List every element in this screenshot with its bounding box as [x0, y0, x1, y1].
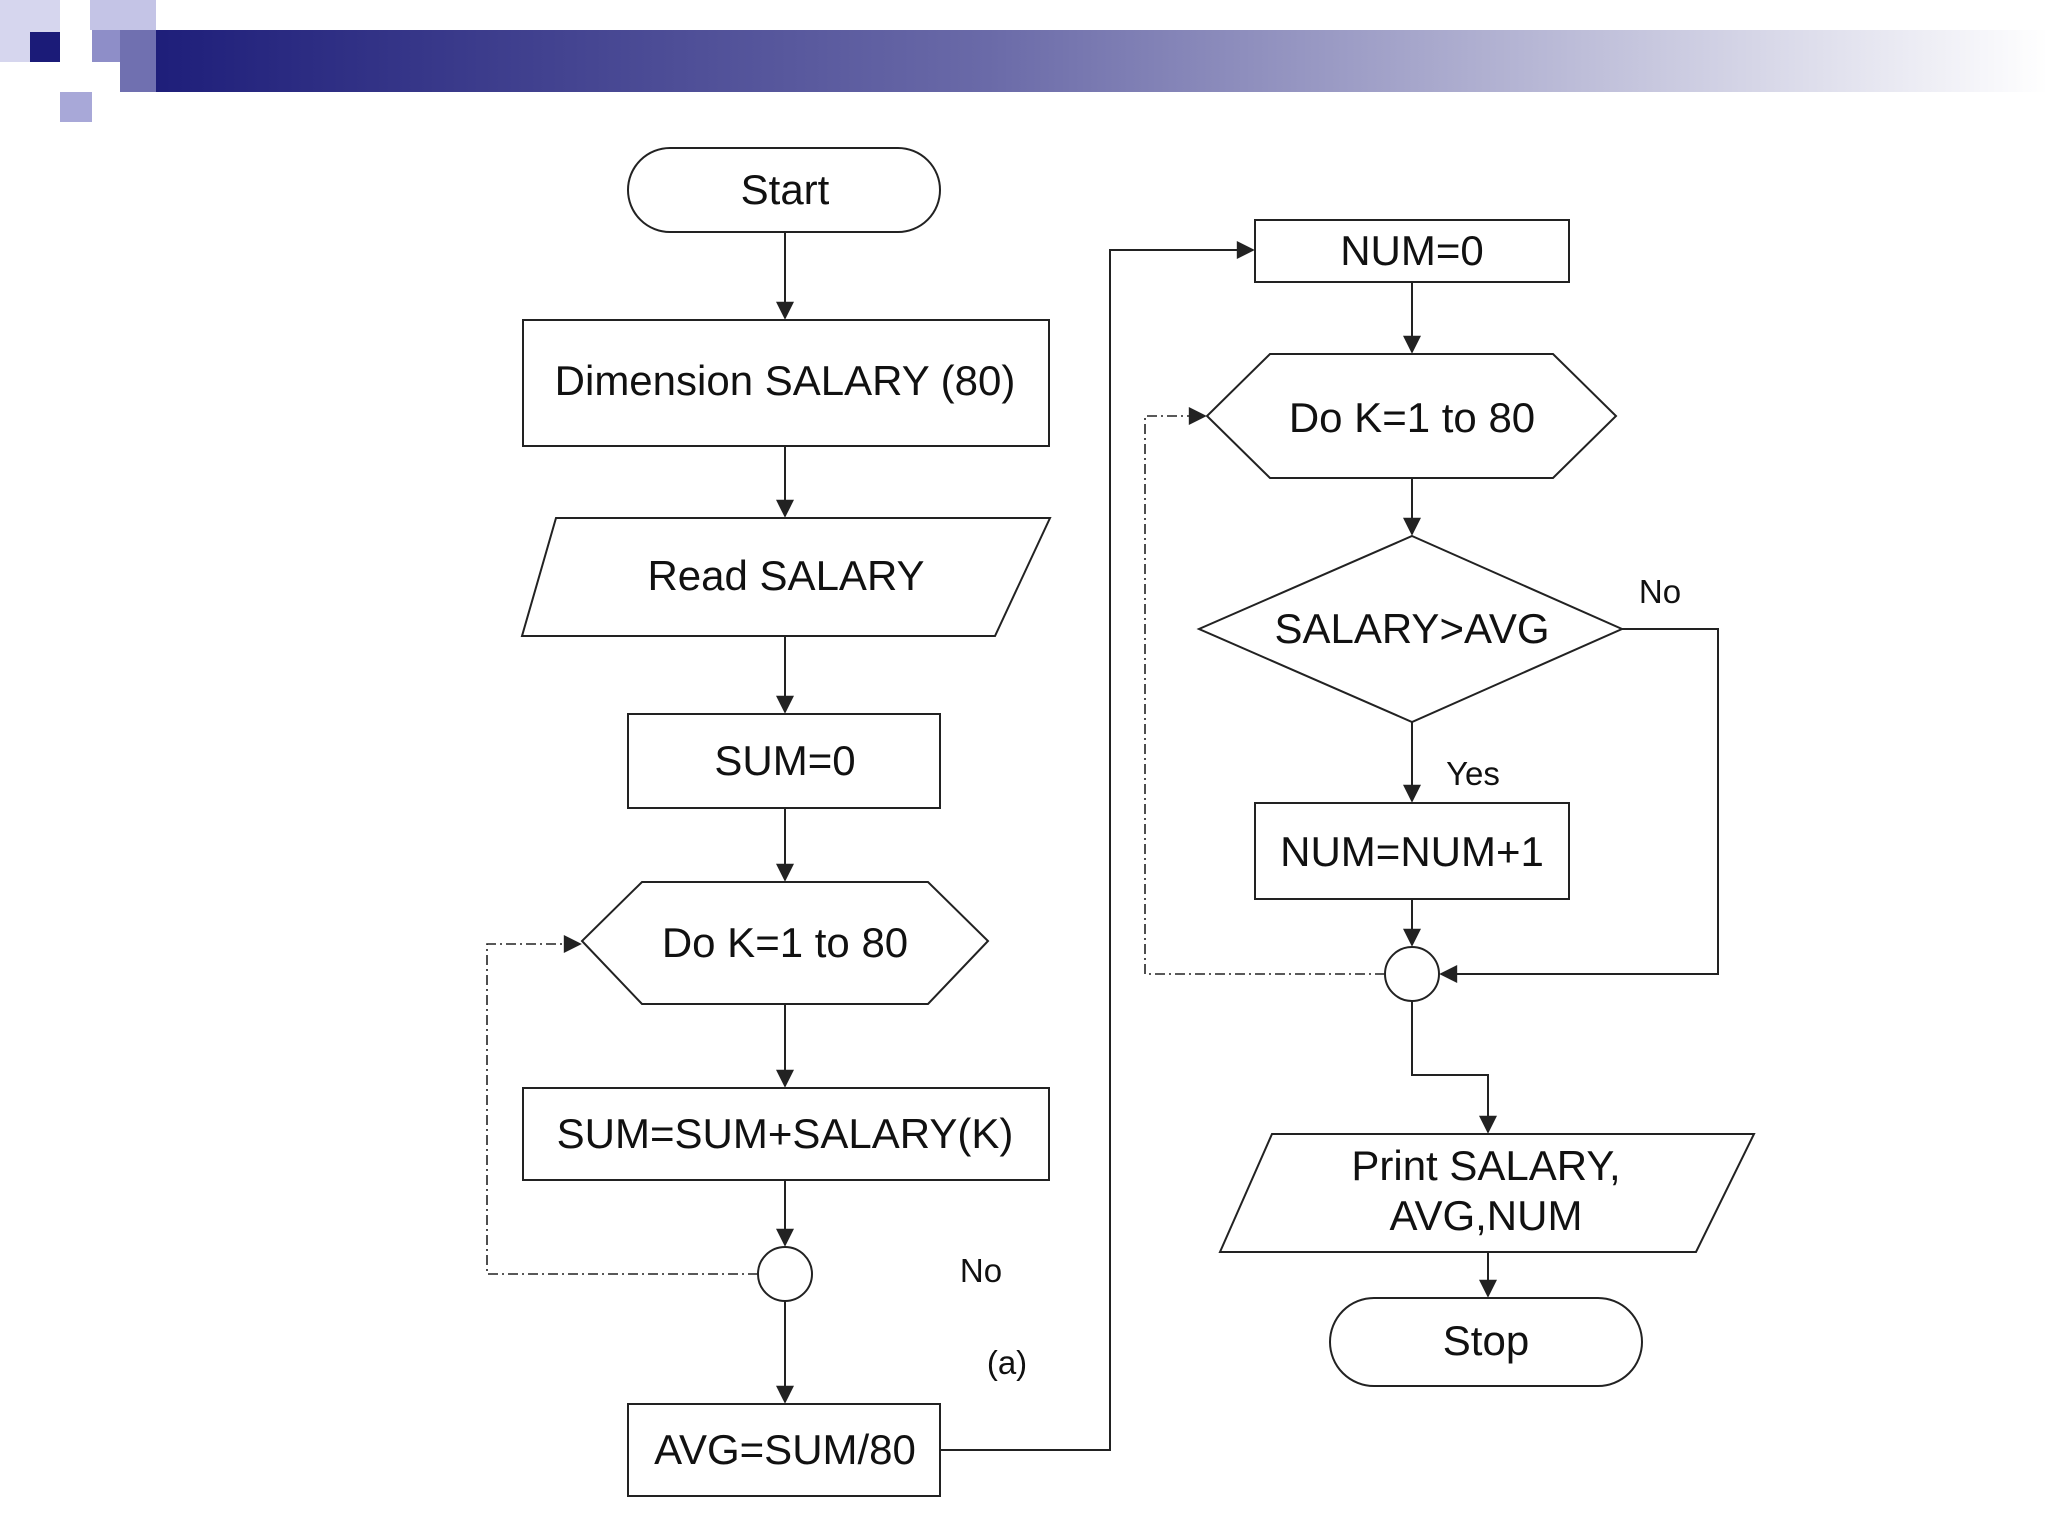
header-square-mid-2 [120, 30, 156, 92]
loop1-connector [757, 1246, 813, 1302]
stop-terminator [1329, 1297, 1643, 1387]
start-label: Start [741, 166, 830, 213]
avg-label: AVG=SUM/80 [654, 1426, 916, 1473]
decision-yes-label: Yes [1446, 755, 1500, 792]
decision-label: SALARY>AVG [1274, 605, 1549, 652]
header-bar [120, 30, 2048, 92]
print-label-line1: Print SALARY, [1351, 1142, 1620, 1189]
print-label-line2: AVG,NUM [1390, 1192, 1583, 1239]
arrow-decision-no [1439, 628, 1719, 983]
flowchart [486, 147, 1756, 1497]
loop1-return-dashed [486, 935, 758, 1275]
loop1-preparation [580, 881, 990, 1005]
sum-update-process [522, 1087, 1050, 1181]
read-label: Read SALARY [647, 552, 924, 599]
loop2-connector [1384, 946, 1440, 1002]
header-square-small [60, 92, 92, 122]
avg-process [627, 1403, 941, 1497]
loop2-preparation [1205, 353, 1618, 479]
sum-update-label: SUM=SUM+SALARY(K) [557, 1110, 1014, 1157]
header-square-light-2 [90, 0, 156, 30]
arrow-avg-to-num-init [940, 241, 1255, 1451]
stop-label: Stop [1443, 1317, 1529, 1364]
dimension-label: Dimension SALARY (80) [555, 357, 1016, 404]
sum-init-label: SUM=0 [714, 737, 855, 784]
dimension-process [522, 319, 1050, 447]
figure-label: (a) [987, 1344, 1027, 1381]
header-decoration [0, 0, 2048, 122]
loop1-no-label: No [960, 1252, 1002, 1289]
decision-no-label: No [1639, 573, 1681, 610]
loop2-label: Do K=1 to 80 [1289, 394, 1535, 441]
num-init-label: NUM=0 [1340, 227, 1484, 274]
loop2-return-dashed [1144, 407, 1385, 975]
print-output [1218, 1133, 1756, 1253]
num-init-process [1254, 219, 1570, 283]
read-input [520, 517, 1052, 637]
loop1-label: Do K=1 to 80 [662, 919, 908, 966]
arrow-connector-to-print [1411, 1001, 1497, 1134]
num-update-label: NUM=NUM+1 [1280, 828, 1544, 875]
header-square-dark [30, 32, 60, 62]
flowchart-labels: Start Dimension SALARY (80) Read SALARY … [555, 166, 1681, 1473]
